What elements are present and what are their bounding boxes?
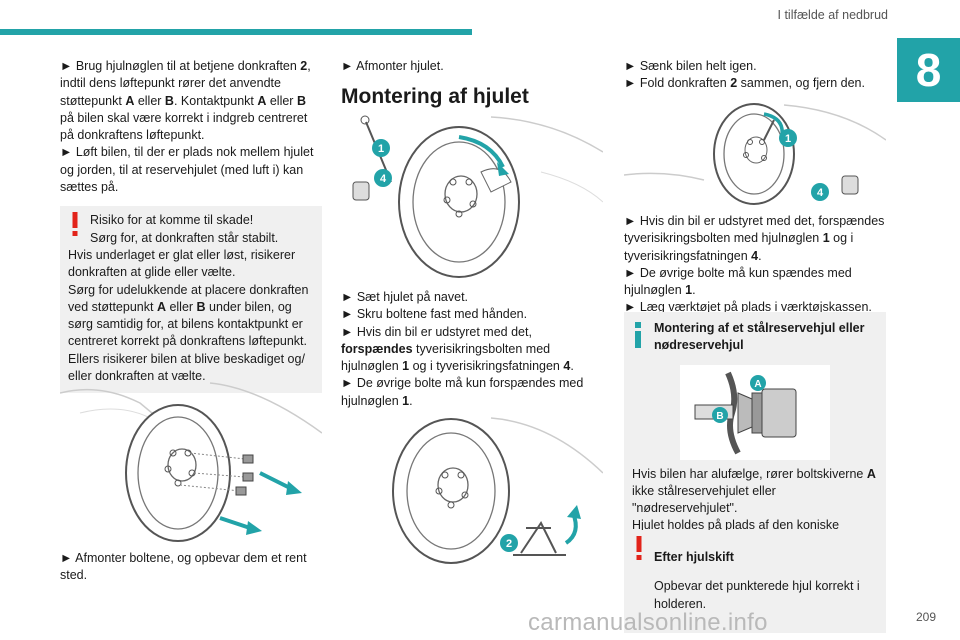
figure-label-1: 1 xyxy=(378,143,384,155)
bold-text-run: A xyxy=(866,466,876,481)
figure-label-4: 4 xyxy=(380,173,387,185)
bold-text-run: 2 xyxy=(730,76,738,91)
figure-bolt-washer: A B xyxy=(680,364,830,460)
step-antitheft-tighten: ► Hvis din bil er udstyret med det, fors… xyxy=(624,213,886,265)
figure-tighten-bolts: 1 4 xyxy=(624,103,886,205)
text-run: . Kontaktpunkt xyxy=(173,93,258,108)
step-fit-hub: ► Sæt hjulet på navet. xyxy=(341,290,469,304)
bold-text-run: 1 xyxy=(822,231,830,246)
watermark: carmanualsonline.info xyxy=(528,609,768,636)
paragraph-jack-instructions: ► Brug hjulnøglen til at betjene donkraf… xyxy=(60,58,322,144)
bold-text-run: A xyxy=(156,299,166,314)
header-accent-bar xyxy=(0,29,472,35)
bold-text-run: A xyxy=(125,93,135,108)
text-run: , indtil dens løftepunkt rører det anven… xyxy=(60,59,311,108)
text-run: Sørg for udelukkende at placere donkraft… xyxy=(68,282,309,314)
warning-after-title: Efter hjulskift xyxy=(654,549,734,564)
paragraph-lift-car: ► Løft bilen, til der er plads nok melle… xyxy=(60,145,314,195)
bold-text-run: 2 xyxy=(300,59,308,73)
text-run: ► Fold donkraften xyxy=(624,76,731,91)
figure-label-A: A xyxy=(754,379,761,390)
page-number: 209 xyxy=(915,610,936,624)
warning-after-text: Opbevar det punkterede hjul korrekt i ho… xyxy=(654,579,860,611)
text-run: på bilen skal være korrekt i indgreb cen… xyxy=(60,110,308,143)
text-run: eller xyxy=(165,299,197,314)
step-tighten-others: ► De øvrige bolte må kun spændes med hju… xyxy=(624,265,886,300)
warning-box-injury: Risiko for at komme til skade! Sørg for,… xyxy=(60,206,322,394)
chapter-number-tab: 8 xyxy=(897,38,960,102)
step-fold-jack: ► Fold donkraften 2 sammen, og fjern den… xyxy=(624,75,886,92)
column-3-mid: ► Hvis din bil er udstyret med det, fors… xyxy=(624,213,886,317)
text-run: sammen, og fjern den. xyxy=(737,76,865,91)
text-run: ► Hvis din bil er udstyret med det, fors… xyxy=(624,214,885,246)
text-run: ► De øvrige bolte må kun spændes med hju… xyxy=(624,265,852,298)
figure-label-B: B xyxy=(716,411,723,422)
step-lower-car: ► Sænk bilen helt igen. xyxy=(624,59,757,73)
figure-label-1b: 1 xyxy=(785,133,791,145)
text-run: . xyxy=(692,283,696,298)
text-run: ► Brug hjulnøglen til at betjene donkraf… xyxy=(60,59,301,73)
text-run: ► De øvrige bolte må kun forspændes med … xyxy=(341,376,584,408)
step-other-bolts: ► De øvrige bolte må kun forspændes med … xyxy=(341,375,603,410)
chapter-title: I tilfælde af nedbrud xyxy=(777,8,889,22)
text-run: ikke stålreservehjulet eller "nødreserve… xyxy=(632,483,776,516)
step-antitheft-bolt: ► Hvis din bil er udstyret med det, fors… xyxy=(341,324,603,376)
bold-text-run: 4 xyxy=(563,359,571,374)
text-run: . xyxy=(758,248,762,263)
figure-label-4b: 4 xyxy=(817,187,824,199)
warning-line-2: Sørg for, at donkraften står stabilt. xyxy=(90,230,279,245)
text-run: ► Hvis din bil er udstyret med det, xyxy=(341,324,532,339)
bold-text-run: A xyxy=(257,93,267,108)
figure-remove-bolts xyxy=(60,382,322,542)
paragraph-remove-bolts: ► Afmonter boltene, og opbevar dem et re… xyxy=(60,551,307,583)
step-hand-tighten: ► Skru boltene fast med hånden. xyxy=(341,307,528,322)
bold-text-run: 1 xyxy=(402,359,410,374)
figure-mount-wheel: 1 4 xyxy=(352,115,603,278)
section-title: Montering af hjulet xyxy=(341,85,529,108)
info-title: Montering af et stålreservehjul eller nø… xyxy=(654,321,865,353)
text-run: eller xyxy=(134,93,165,108)
info-icon xyxy=(635,322,641,348)
bold-text-run: B xyxy=(164,93,174,108)
paragraph-remove-wheel: ► Afmonter hjulet. xyxy=(341,59,444,73)
text-run: og i tyverisikringsfatningen xyxy=(409,359,564,374)
warning-exclamation-icon xyxy=(636,536,642,560)
warning-box-after-change: Efter hjulskift Opbevar det punkterede h… xyxy=(624,530,886,634)
info-box-spare-wheel: Montering af et stålreservehjul eller nø… xyxy=(624,312,886,561)
bold-text-run: 4 xyxy=(751,248,759,263)
text-run: tyverisikringsbolten med hjulnøglen xyxy=(341,341,551,374)
warning-exclamation-icon xyxy=(72,212,78,237)
bold-text-run: B xyxy=(196,299,206,314)
bold-text-run: forspændes xyxy=(341,341,413,356)
figure-jack-lower: 2 xyxy=(392,417,603,564)
text-run: under bilen, og sørg samtidig for, at bi… xyxy=(68,299,308,349)
text-run: . xyxy=(570,359,574,374)
column-2-text: ► Sæt hjulet på navet. ► Skru boltene fa… xyxy=(341,289,603,410)
text-run: . xyxy=(409,393,413,408)
bold-text-run: 1 xyxy=(402,393,410,408)
info-text-alloy: Hvis bilen har alufælge, rører boltskive… xyxy=(632,466,878,518)
bold-text-run: 1 xyxy=(685,283,693,298)
warning-support-points: Sørg for udelukkende at placere donkraft… xyxy=(68,282,314,351)
step-store-tools: ► Læg værktøjet på plads i værktøjskasse… xyxy=(624,300,872,315)
bold-text-run: B xyxy=(296,93,306,108)
warning-slippery: Hvis underlaget er glat eller løst, risi… xyxy=(68,247,296,280)
column-1: ► Brug hjulnøglen til at betjene donkraf… xyxy=(60,58,322,394)
text-run: og i tyverisikringsfatningen xyxy=(624,231,854,263)
text-run: eller xyxy=(266,93,297,108)
text-run: Hvis bilen har alufælge, rører boltskive… xyxy=(632,466,867,481)
warning-damage: Ellers risikerer bilen at blive beskadig… xyxy=(68,351,305,384)
warning-line-1: Risiko for at komme til skade! xyxy=(90,213,254,228)
column-3-top: ► Sænk bilen helt igen. ► Fold donkrafte… xyxy=(624,58,886,93)
figure-label-2: 2 xyxy=(506,538,512,550)
